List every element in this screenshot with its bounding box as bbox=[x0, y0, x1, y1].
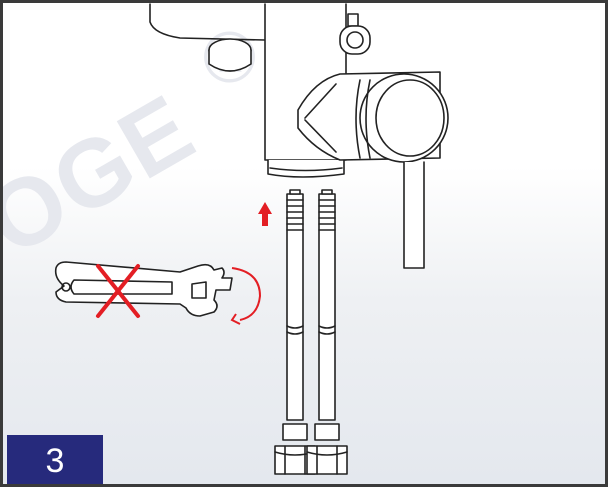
up-arrow-icon bbox=[258, 202, 272, 226]
wrench-icon bbox=[54, 261, 233, 317]
hose-left bbox=[274, 189, 316, 475]
curved-arrow-icon bbox=[230, 267, 262, 325]
step-number-badge: 3 bbox=[7, 435, 103, 484]
top-valve bbox=[339, 13, 371, 55]
aerator-nut bbox=[208, 38, 252, 72]
installation-drawing bbox=[54, 3, 449, 475]
lever-rod bbox=[403, 161, 425, 269]
mixer-handle bbox=[297, 71, 449, 163]
hose-right bbox=[306, 189, 348, 475]
prohibited-cross-icon bbox=[96, 264, 140, 318]
